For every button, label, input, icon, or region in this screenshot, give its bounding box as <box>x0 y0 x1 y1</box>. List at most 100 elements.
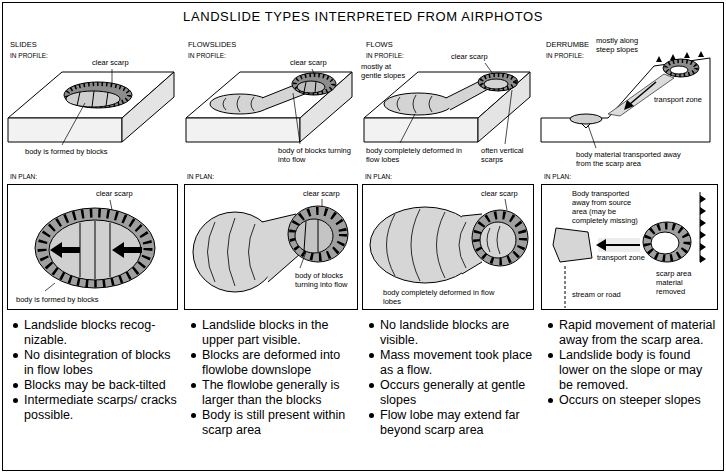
flow-plan <box>462 214 482 216</box>
callout-label: Body transported away from source area (… <box>572 189 647 225</box>
callout-label: mostly along steep slopes <box>596 36 656 54</box>
bullet-note: Blocks may be back-tilted <box>12 378 178 393</box>
callout-label: body of blocks turning into flow <box>278 146 353 164</box>
plan-view-box: IN PLAN:clear scarpbody is formed by blo… <box>7 184 178 310</box>
bullet-column: Landslide blocks in the upper part visib… <box>190 318 356 438</box>
plan-view-box: IN PLAN:clear scarpbody of blocks turnin… <box>184 184 358 310</box>
slide-profile <box>66 91 120 107</box>
bullet-note: Landslide blocks in the upper part visib… <box>190 318 356 348</box>
slide-plan <box>112 242 142 258</box>
derrumbe-profile <box>630 82 656 104</box>
flowslide-plan <box>288 206 348 262</box>
leader-line <box>485 63 493 74</box>
leader-line <box>112 69 113 84</box>
derrumbe-plan <box>643 222 691 262</box>
flowslide-profile <box>186 72 352 142</box>
derrumbe-profile <box>663 59 699 77</box>
derrumbe-plan <box>700 195 706 263</box>
derrumbe-profile <box>541 58 710 142</box>
slide-plan <box>42 213 148 283</box>
callout-label: stream or road <box>572 290 632 299</box>
outer-border <box>3 3 724 471</box>
derrumbe-plan <box>604 244 640 246</box>
plan-view-box: IN PLAN:Body transported away from sourc… <box>541 184 718 310</box>
slide-profile <box>64 82 132 108</box>
flowslide-plan <box>208 218 256 286</box>
derrumbe-profile <box>570 114 602 124</box>
type-heading: FLOWSLIDES <box>188 40 236 49</box>
flowslide-profile <box>315 81 316 93</box>
view-label: IN PLAN: <box>10 172 37 181</box>
flow-profile <box>364 72 530 142</box>
slide-profile <box>77 92 80 106</box>
derrumbe-plan <box>651 232 679 254</box>
flowslide-plan <box>322 199 323 206</box>
callout-label: often vertical scarps <box>481 146 533 164</box>
slide-profile <box>8 72 174 142</box>
derrumbe-plan <box>565 266 566 308</box>
slide-plan <box>49 220 141 280</box>
flowslide-plan <box>304 221 306 251</box>
flowslide-plan <box>293 211 343 257</box>
callout-label: body material transported away from the … <box>576 150 686 168</box>
bullet-note: Landslide blocks recog- nizable. <box>12 318 178 348</box>
slide-profile <box>8 118 122 142</box>
derrumbe-plan <box>553 228 592 262</box>
flow-profile <box>450 88 490 110</box>
flow-plan <box>487 226 500 254</box>
flow-profile <box>478 73 518 91</box>
bullet-note: The flowlobe generally is larger than th… <box>190 378 356 408</box>
bullet-note: Landslide body is found lower on the slo… <box>547 348 717 393</box>
callout-label: transport zone <box>597 253 657 262</box>
leader-line <box>312 69 315 76</box>
callout-label: clear scarp <box>92 58 152 67</box>
leader-line <box>293 93 300 144</box>
slide-plan <box>35 200 155 291</box>
flow-profile <box>484 79 508 89</box>
diagram-title: LANDSLIDE TYPES INTERPRETED FROM AIRPHOT… <box>0 9 726 24</box>
slide-plan <box>35 208 155 288</box>
derrumbe-profile <box>624 100 634 110</box>
leader-line <box>505 90 512 144</box>
type-heading: FLOWS <box>366 40 393 49</box>
view-label: IN PLAN: <box>187 172 214 181</box>
flow-profile <box>478 72 530 142</box>
bullet-column: Landslide blocks recog- nizable.No disin… <box>12 318 178 423</box>
flow-plan <box>462 262 482 274</box>
flowslide-profile <box>186 118 300 142</box>
slide-profile <box>92 91 94 107</box>
callout-label: mostly at gentle slopes <box>361 62 411 80</box>
view-label: IN PLAN: <box>544 172 571 181</box>
derrumbe-plan <box>647 226 687 258</box>
type-heading: DERRUMBE <box>546 40 589 49</box>
callout-label: body of blocks turning into flow <box>295 271 355 289</box>
bullet-note: Occurs generally at gentle slopes <box>368 378 534 408</box>
flow-profile <box>364 118 478 142</box>
bullet-column: Rapid movement of material away from the… <box>547 318 717 408</box>
view-label: IN PROFILE: <box>366 51 404 60</box>
bullet-note: Flow lobe may extend far beyond scarp ar… <box>368 408 534 438</box>
flow-plan <box>387 209 467 281</box>
bullet-note: No landslide blocks are visible. <box>368 318 534 348</box>
derrumbe-profile <box>666 61 696 75</box>
derrumbe-profile <box>670 66 688 74</box>
flow-plan <box>480 222 516 258</box>
flowslide-profile <box>266 92 310 109</box>
slide-profile <box>122 72 174 142</box>
flowslide-plan <box>295 219 333 253</box>
flow-plan <box>477 215 523 261</box>
bullet-note: No disintegration of blocks in flow lobe… <box>12 348 178 378</box>
callout-label: clear scarp <box>481 189 531 198</box>
flowslide-plan <box>300 252 306 268</box>
leader-line <box>62 63 596 148</box>
callout-label: clear scarp <box>96 189 156 198</box>
bullet-note: Blocks are deformed into flowlobe downsl… <box>190 348 356 378</box>
leader-line <box>62 103 85 145</box>
callout-label: scarp area material removed <box>656 269 708 296</box>
flowslide-profile <box>297 81 325 93</box>
derrumbe-profile <box>656 51 704 62</box>
slide-plan <box>95 221 96 279</box>
flow-profile <box>481 75 515 89</box>
callout-label: clear scarp <box>290 58 350 67</box>
view-label: IN PLAN: <box>365 172 392 181</box>
